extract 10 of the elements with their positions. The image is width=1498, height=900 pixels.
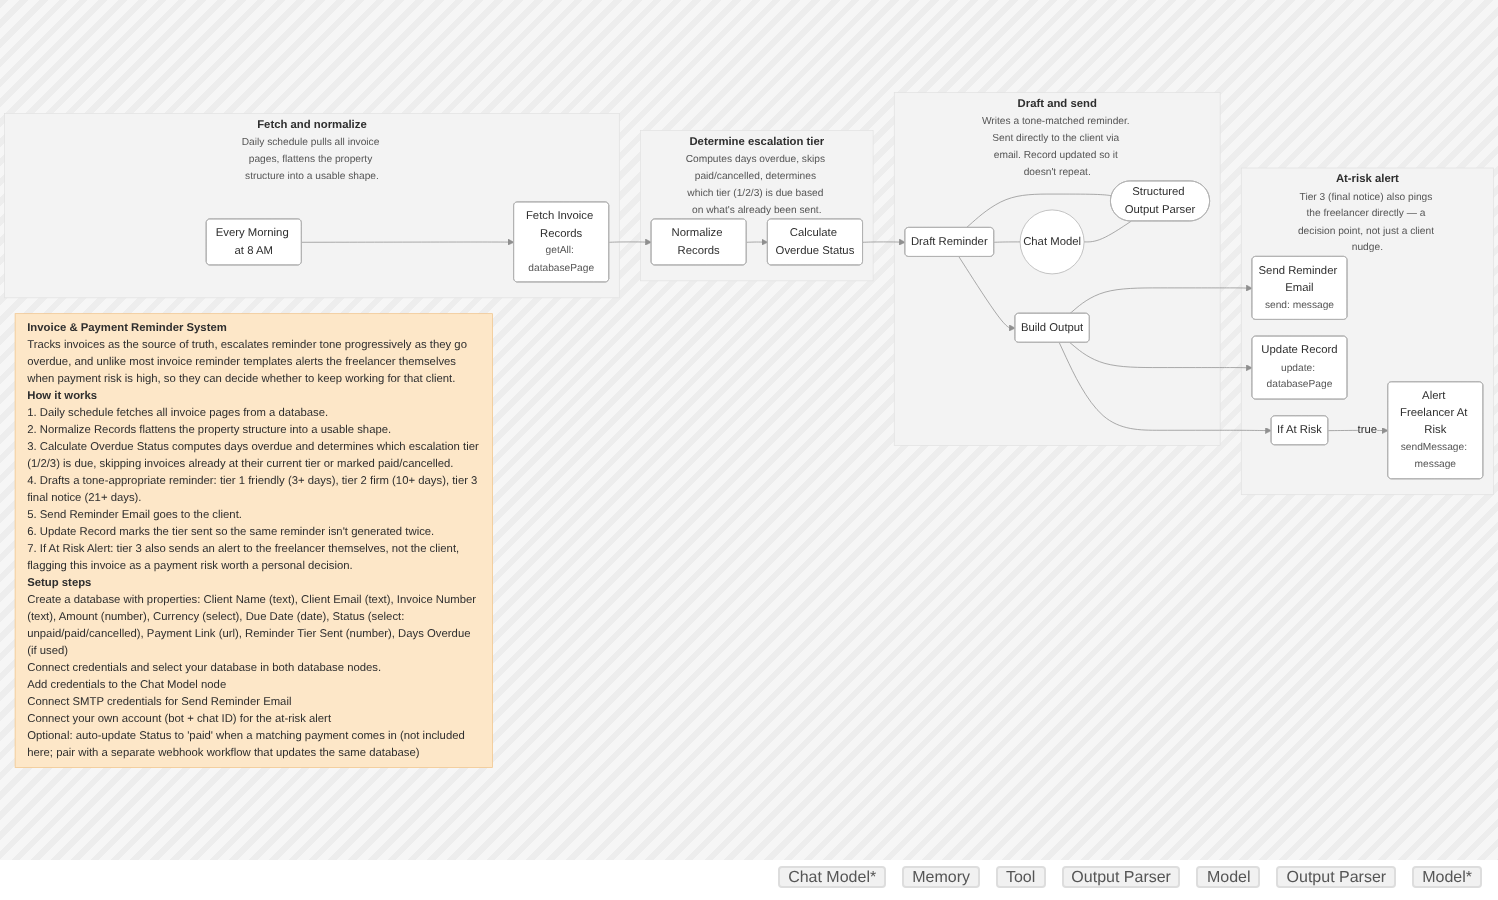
port-label: Output Parser bbox=[1061, 866, 1181, 888]
port-label: Memory bbox=[902, 866, 980, 888]
port-label: Tool bbox=[995, 866, 1046, 888]
port-label: Model bbox=[1196, 866, 1261, 888]
port-label: Model* bbox=[1412, 866, 1482, 888]
port-label: Output Parser bbox=[1276, 866, 1397, 888]
port-label: Chat Model* bbox=[778, 866, 887, 888]
connector bbox=[993, 241, 1021, 243]
connector bbox=[966, 193, 1112, 229]
connector bbox=[1083, 220, 1132, 243]
